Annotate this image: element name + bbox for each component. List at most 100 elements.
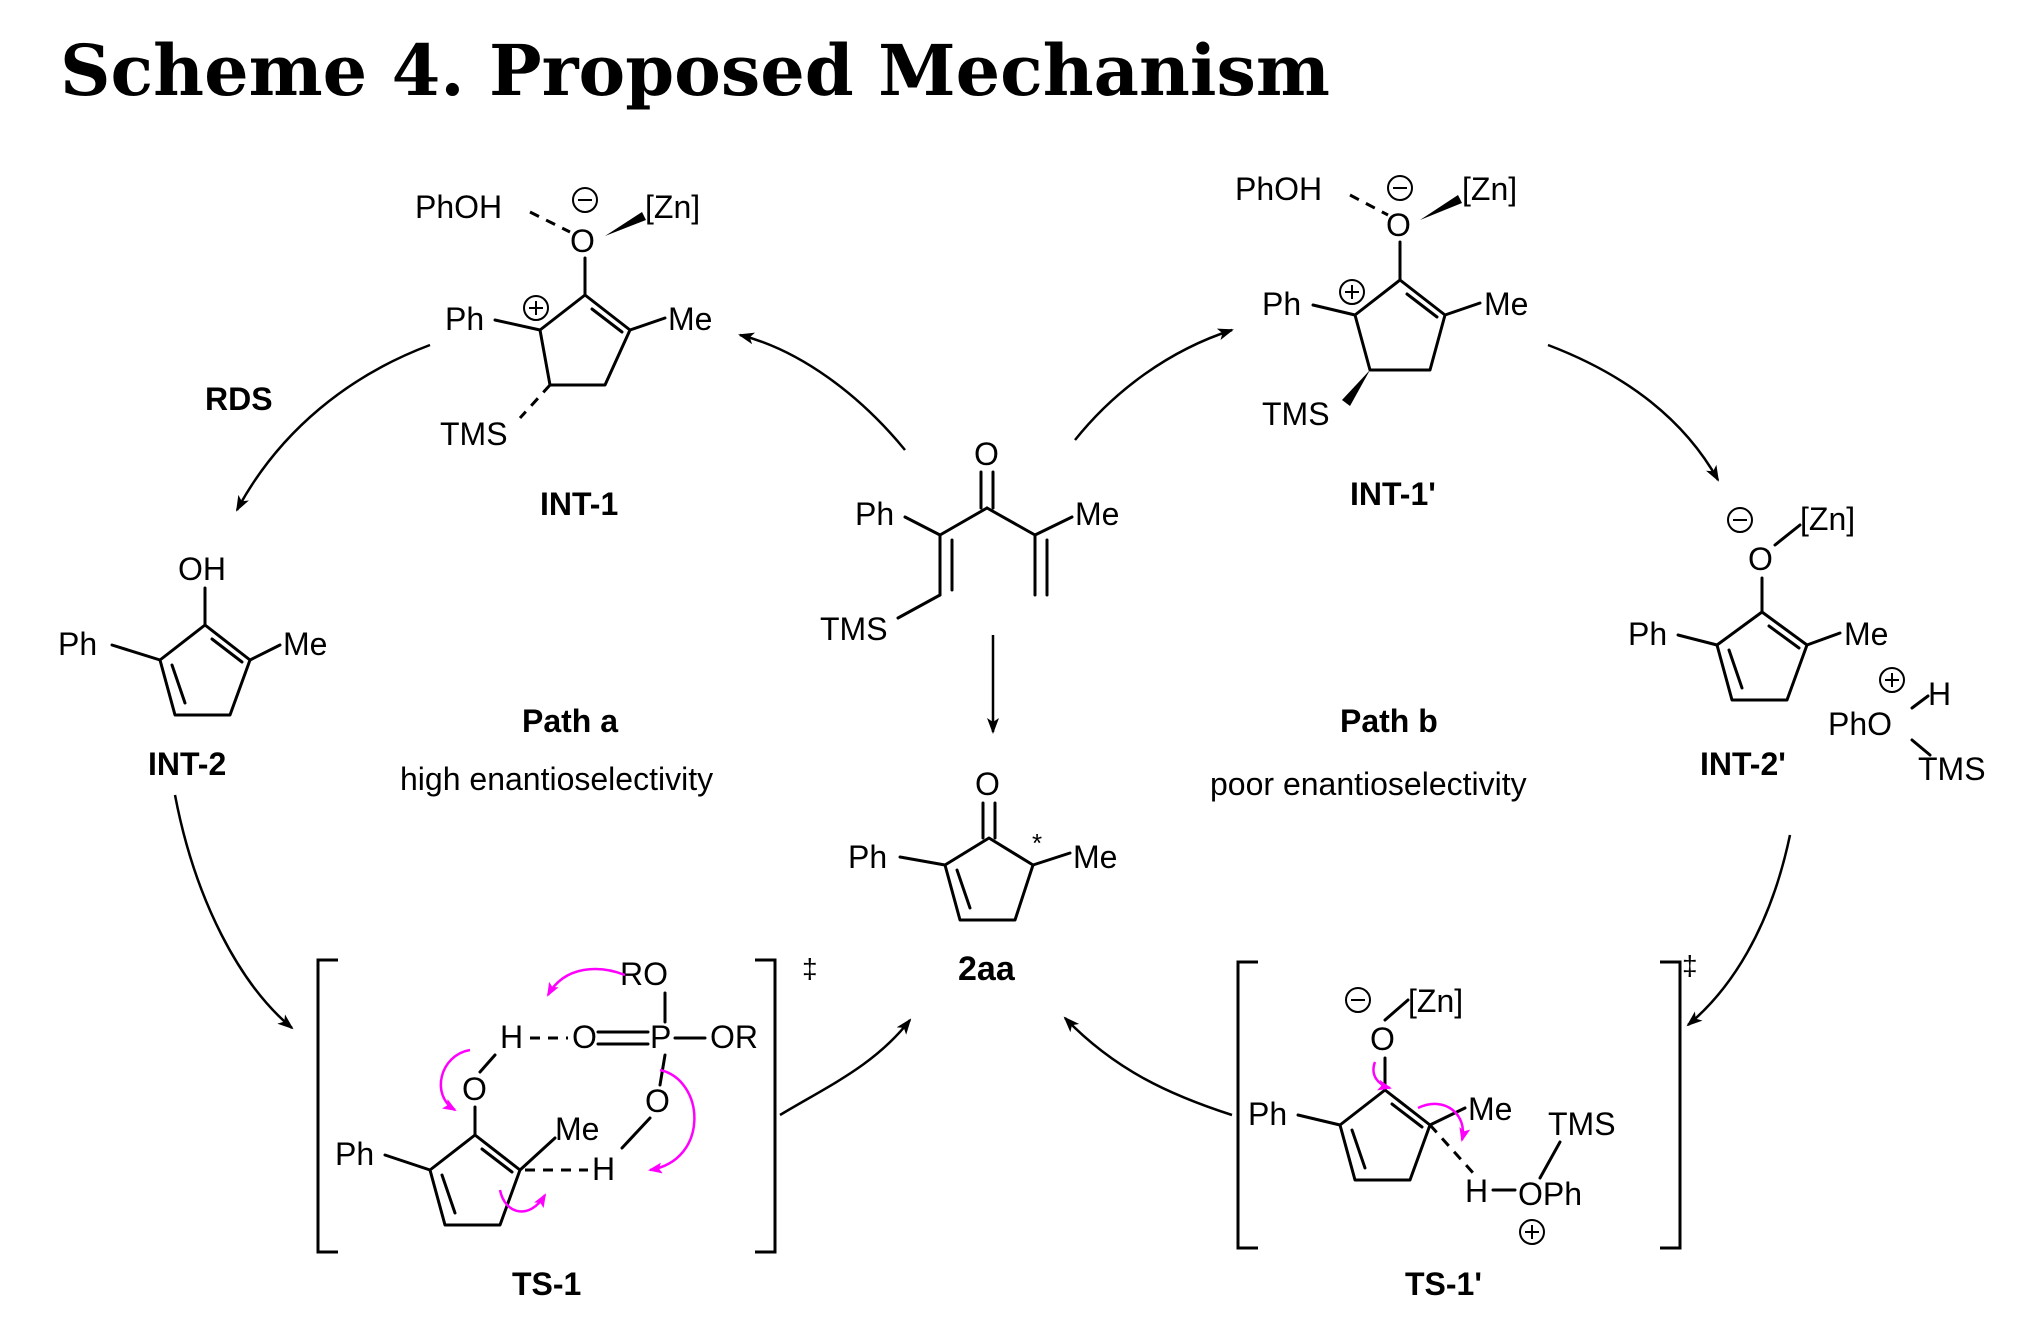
ts1-o1-label: O (572, 1019, 597, 1055)
ts1p-right-bracket (1660, 960, 1682, 1250)
product-ring (943, 836, 1035, 922)
int2p-tms-label: TMS (1918, 751, 1986, 787)
product-o-label: O (975, 766, 1000, 802)
start-o-label: O (974, 436, 999, 472)
int1-me-label: Me (668, 301, 712, 337)
int1p-phoh-label: PhOH (1235, 171, 1322, 207)
arrow-ts1p-to-product (1063, 1016, 1233, 1117)
ts1p-arrow-h (1417, 1102, 1471, 1142)
ts1-dagger: ‡ (802, 953, 818, 984)
int1-hash-bond (529, 210, 571, 234)
int2-me-label: Me (283, 626, 327, 662)
ts1p-h-label: H (1465, 1173, 1488, 1209)
rds-label: RDS (205, 381, 273, 417)
ts1-right-bracket (755, 958, 777, 1254)
int-1-prime-structure: PhOH O [Zn] Ph Me TMS INT-1' (1235, 171, 1528, 512)
product-name: 2aa (958, 950, 1016, 988)
ts1-o2-label: O (462, 1071, 487, 1107)
ts1-me-label: Me (555, 1111, 599, 1147)
int2p-plus-charge (1879, 667, 1905, 693)
start-tms-label: TMS (820, 611, 888, 647)
scheme-title: Scheme 4. Proposed Mechanism (60, 29, 1330, 112)
int1-tms-label: TMS (440, 416, 508, 452)
int1-minus-charge (572, 187, 598, 213)
ts1p-ph-label: Ph (1248, 1096, 1287, 1132)
start-me-label: Me (1075, 496, 1119, 532)
arrow-start-to-int1 (738, 332, 906, 451)
arrow-int1-to-int2 (235, 343, 431, 512)
int1-zn-label: [Zn] (645, 189, 700, 225)
int1-name: INT-1 (540, 486, 618, 522)
int1p-o-label: O (1386, 207, 1411, 243)
ts-1-prime-structure: ‡ [Zn] O Ph Me H OPh TMS TS-1' (1236, 950, 1698, 1302)
ts1-arrow-oh (439, 1048, 471, 1112)
ts1-arrow-ring (498, 1189, 547, 1213)
ts1-name: TS-1 (512, 1266, 581, 1302)
int1p-wedge-zn (1420, 195, 1462, 220)
int2p-me-label: Me (1844, 616, 1888, 652)
int1p-ph-label: Ph (1262, 286, 1301, 322)
ts1p-arrow-o (1372, 1061, 1392, 1091)
arrow-ts1-to-product (779, 1018, 912, 1117)
ts1-arrow-oh2 (648, 1068, 696, 1174)
int2p-o-label: O (1748, 541, 1773, 577)
int1-plus-charge (523, 295, 549, 321)
ts1p-plus-charge (1519, 1219, 1545, 1245)
ts1p-dagger: ‡ (1682, 950, 1698, 981)
int1-ring (538, 293, 632, 387)
ts1-o3-label: O (645, 1083, 670, 1119)
ts-1-structure: ‡ RO O P OR O H O H Me Ph TS-1 (316, 953, 818, 1302)
int2p-pho-label: PhO (1828, 706, 1892, 742)
ts1-or-label: OR (710, 1019, 758, 1055)
product-2aa: O Ph * Me 2aa (848, 766, 1117, 988)
ts1p-left-bracket (1236, 960, 1258, 1250)
int1p-tms-label: TMS (1262, 396, 1330, 432)
ts1-h1-label: H (500, 1019, 523, 1055)
int2p-zn-label: [Zn] (1800, 501, 1855, 537)
ts1-ring (428, 1133, 522, 1227)
ts1p-o-label: O (1370, 1021, 1395, 1057)
int2p-h-label: H (1928, 676, 1951, 712)
arrow-start-to-int1p (1074, 328, 1234, 441)
int1-o-label: O (570, 223, 595, 259)
ts1-p-label: P (650, 1019, 671, 1055)
int2-name: INT-2 (148, 746, 226, 782)
ts1p-minus-charge (1345, 987, 1371, 1013)
ts1p-name: TS-1' (1405, 1266, 1482, 1302)
int-2-prime-structure: O [Zn] Ph Me H PhO TMS INT-2' (1628, 501, 1986, 787)
int-2-structure: OH Ph Me INT-2 (58, 551, 327, 782)
ts1p-me-label: Me (1468, 1091, 1512, 1127)
int2p-ring (1715, 610, 1809, 702)
int2p-name: INT-2' (1700, 746, 1786, 782)
int1p-ring (1353, 278, 1447, 372)
ts1-ph-label: Ph (335, 1136, 374, 1172)
int1p-me-label: Me (1484, 286, 1528, 322)
ts1p-oph-label: OPh (1518, 1176, 1582, 1212)
path-a-description: high enantioselectivity (400, 761, 713, 797)
int1-phoh-label: PhOH (415, 189, 502, 225)
stereocenter-star: * (1032, 828, 1042, 858)
starting-dienone: O Ph TMS Me (820, 436, 1119, 647)
int-1-structure: PhOH O [Zn] Ph Me TMS INT-1 (415, 187, 712, 522)
product-ph-label: Ph (848, 839, 887, 875)
arrow-int2p-to-ts1p (1686, 834, 1792, 1027)
int2-ring (158, 623, 252, 717)
int1p-name: INT-1' (1350, 476, 1436, 512)
int2-oh-label: OH (178, 551, 226, 587)
path-b-description: poor enantioselectivity (1210, 766, 1527, 802)
int2p-ph-label: Ph (1628, 616, 1667, 652)
path-a-label: Path a (522, 703, 618, 739)
int1-ph-label: Ph (445, 301, 484, 337)
arrow-int1p-to-int2p (1547, 343, 1720, 482)
ts1-left-bracket (316, 958, 338, 1254)
ts1-ro-label: RO (620, 956, 668, 992)
start-ph-label: Ph (855, 496, 894, 532)
int1p-plus-charge (1339, 279, 1365, 305)
ts1p-ring (1338, 1088, 1432, 1182)
int1p-zn-label: [Zn] (1462, 171, 1517, 207)
ts1p-zn-label: [Zn] (1408, 983, 1463, 1019)
int2p-minus-charge (1727, 507, 1753, 533)
product-me-label: Me (1073, 839, 1117, 875)
int1-wedge-zn (605, 212, 646, 236)
